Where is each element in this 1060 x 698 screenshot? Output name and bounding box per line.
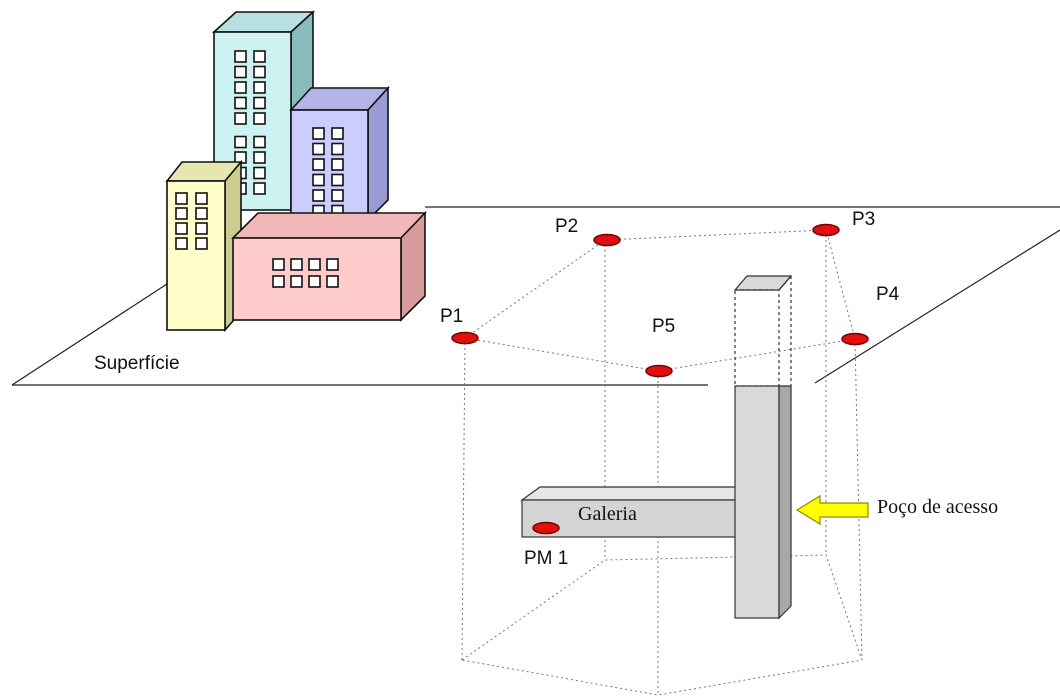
building-window [290,275,303,288]
building-window [312,189,325,202]
pm1-label: PM 1 [524,548,568,569]
gallery-tunnel [520,486,748,538]
building-window [253,135,266,149]
left-arrow-icon [795,494,869,526]
point-label-p5: P5 [652,316,675,337]
building-window [253,151,266,164]
building-window [175,237,188,250]
access-shaft [733,275,793,620]
building-window [234,65,247,79]
building-window [331,127,344,140]
building-window [312,158,325,171]
building-window [331,142,344,156]
building-window [195,222,208,235]
building-window [253,50,266,63]
point-label-p1: P1 [440,306,463,327]
point-label-p2: P2 [555,216,578,237]
point-p5-marker [645,364,673,378]
point-label-p4: P4 [876,284,900,305]
building-cream [165,159,243,333]
building-window [308,258,321,271]
building-window [234,135,247,149]
building-window [175,222,188,235]
point-label-p3: P3 [852,209,875,230]
building-window [326,258,339,271]
building-window [312,142,325,156]
building-window [253,65,266,79]
building-window [175,207,188,220]
building-window [253,166,266,180]
building-window [290,258,303,271]
building-window [272,258,285,271]
building-window [253,182,266,195]
building-lavender [289,85,390,222]
building-window [253,112,266,125]
point-p1-marker [451,331,479,345]
building-window [234,50,247,63]
access-shaft-label: Poço de acesso [877,496,998,518]
point-p2-marker [593,233,621,247]
building-window [253,96,266,110]
building-window [253,81,266,94]
surface-plane [11,206,1060,386]
building-window [195,192,208,205]
point-p4-marker [841,332,869,346]
surface-label: Superfície [94,353,180,374]
measurement-points [451,223,869,535]
building-window [234,96,247,110]
building-window [175,192,188,205]
gallery-label: Galeria [578,503,637,525]
city-buildings-icon [165,10,427,333]
building-window [272,275,285,288]
subsurface-prism [461,229,863,696]
building-pink [231,211,427,322]
building-window [326,275,339,288]
building-window [331,158,344,171]
building-window [312,173,325,187]
building-window [195,207,208,220]
building-window [331,173,344,187]
building-window [331,189,344,202]
point-p3-marker [812,223,840,237]
building-window [234,81,247,94]
building-window [308,275,321,288]
point-pm1-marker [532,521,560,535]
building-window [195,237,208,250]
building-window [312,127,325,140]
building-window [234,112,247,125]
